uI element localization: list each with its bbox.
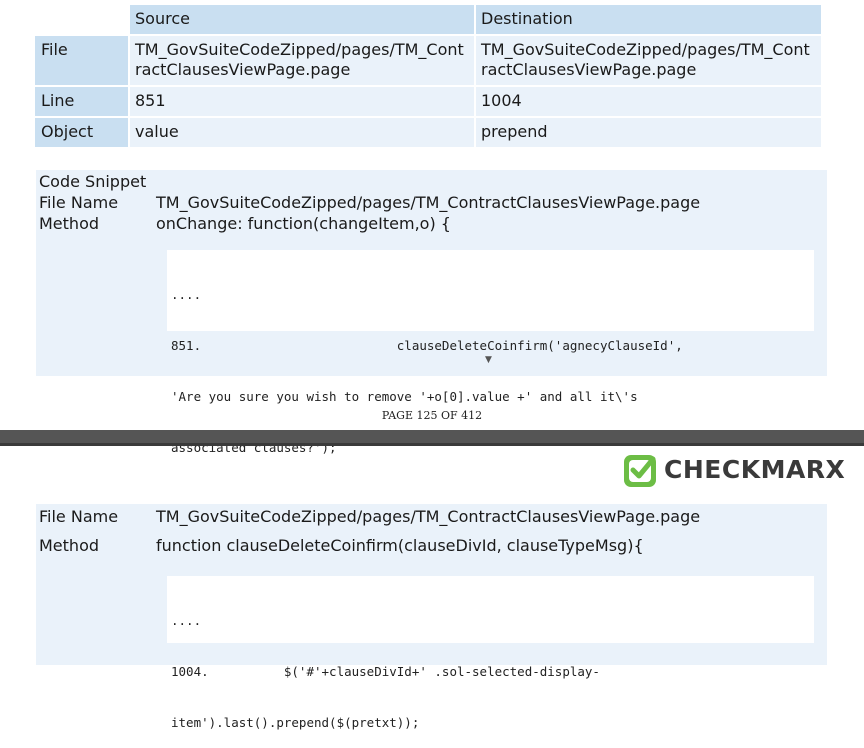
source-header: Source — [130, 5, 474, 34]
method-label-2: Method — [39, 536, 100, 555]
object-row-label: Object — [35, 118, 128, 147]
file-name-value-2: TM_GovSuiteCodeZipped/pages/TM_ContractC… — [156, 507, 701, 526]
file-name-label: File Name — [39, 193, 119, 212]
code-snippet-heading: Code Snippet — [39, 172, 147, 191]
code-line: 851. clauseDeleteCoinfirm('agnecyClauseI… — [171, 338, 683, 353]
file-source-value: TM_GovSuiteCodeZipped/pages/TM_Cont ract… — [130, 36, 474, 85]
file-destination-value: TM_GovSuiteCodeZipped/pages/TM_Cont ract… — [476, 36, 821, 85]
checkmarx-logo: CHECKMARX — [622, 452, 845, 490]
file-row-label: File — [35, 36, 128, 85]
page-separator — [0, 430, 864, 443]
code-line: .... — [171, 613, 202, 628]
file-source-line-1: TM_GovSuiteCodeZipped/pages/TM_Cont — [135, 40, 464, 59]
code-block-2: .... 1004. $('#'+clauseDivId+' .sol-sele… — [167, 576, 814, 730]
file-destination-line-1: TM_GovSuiteCodeZipped/pages/TM_Cont — [481, 40, 810, 59]
page-separator-shadow — [0, 443, 864, 446]
file-name-value: TM_GovSuiteCodeZipped/pages/TM_ContractC… — [156, 193, 701, 212]
code-block: .... 851. clauseDeleteCoinfirm('agnecyCl… — [167, 250, 814, 455]
code-line: 1004. $('#'+clauseDivId+' .sol-selected-… — [171, 664, 600, 679]
file-destination-line-2: ractClausesViewPage.page — [481, 60, 697, 79]
code-line: 'Are you sure you wish to remove '+o[0].… — [171, 389, 638, 404]
object-destination-value: prepend — [476, 118, 821, 147]
method-value: onChange: function(changeItem,o) { — [156, 214, 451, 233]
code-line: item').last().prepend($(pretxt)); — [171, 715, 420, 730]
page-number: PAGE 125 OF 412 — [381, 409, 483, 422]
line-source-value: 851 — [130, 87, 474, 116]
code-line: .... — [171, 287, 202, 302]
destination-header: Destination — [476, 5, 821, 34]
line-destination-value: 1004 — [476, 87, 821, 116]
method-label: Method — [39, 214, 100, 233]
file-name-label-2: File Name — [39, 507, 119, 526]
method-value-2: function clauseDeleteCoinfirm(clauseDivI… — [156, 536, 644, 555]
line-row-label: Line — [35, 87, 128, 116]
object-source-value: value — [130, 118, 474, 147]
file-source-line-2: ractClausesViewPage.page — [135, 60, 351, 79]
expand-arrow-icon[interactable]: ▼ — [485, 355, 492, 365]
logo-wordmark: CHECKMARX — [664, 455, 846, 484]
checkmark-icon — [624, 455, 656, 487]
